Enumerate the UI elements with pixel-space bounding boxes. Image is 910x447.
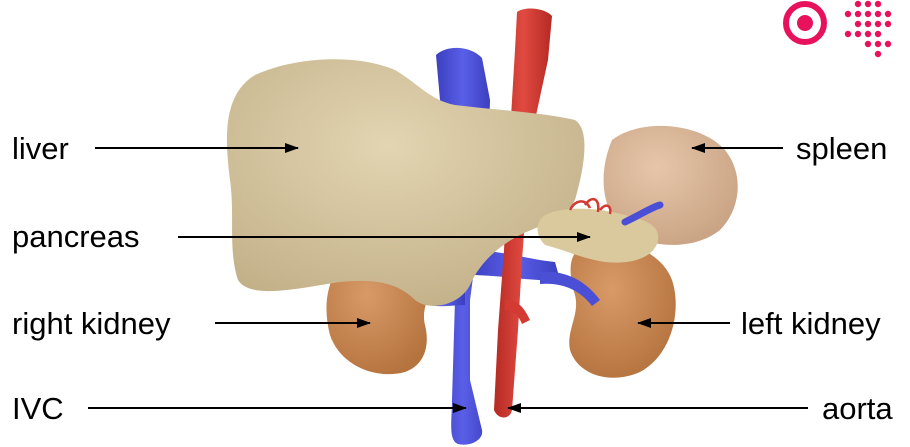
logo-dot <box>885 11 891 17</box>
logo-dot <box>865 41 871 47</box>
logo-dot <box>855 31 861 37</box>
logo-dot <box>875 41 881 47</box>
aorta-label: aorta <box>822 393 893 424</box>
logo-dot <box>865 11 871 17</box>
liver-label: liver <box>12 133 69 164</box>
logo-dot <box>875 1 881 7</box>
logo-dot <box>865 21 871 27</box>
spleen-label: spleen <box>796 133 887 164</box>
logo-dot <box>855 11 861 17</box>
right-kidney-label: right kidney <box>12 308 171 339</box>
logo-dot <box>875 11 881 17</box>
target-dots-logo <box>786 1 891 57</box>
logo-dot <box>855 21 861 27</box>
logo-dot <box>845 11 851 17</box>
logo-dot <box>885 41 891 47</box>
logo-dot <box>855 1 861 7</box>
logo-dot <box>875 21 881 27</box>
logo-dot <box>875 51 881 57</box>
ivc-label: IVC <box>12 393 64 424</box>
logo-dot <box>875 31 881 37</box>
logo-dot <box>865 1 871 7</box>
logo-dot <box>885 21 891 27</box>
pancreas-label: pancreas <box>12 221 140 252</box>
logo-dot <box>865 31 871 37</box>
left-kidney-label: left kidney <box>741 308 881 339</box>
logo-dot <box>845 31 851 37</box>
